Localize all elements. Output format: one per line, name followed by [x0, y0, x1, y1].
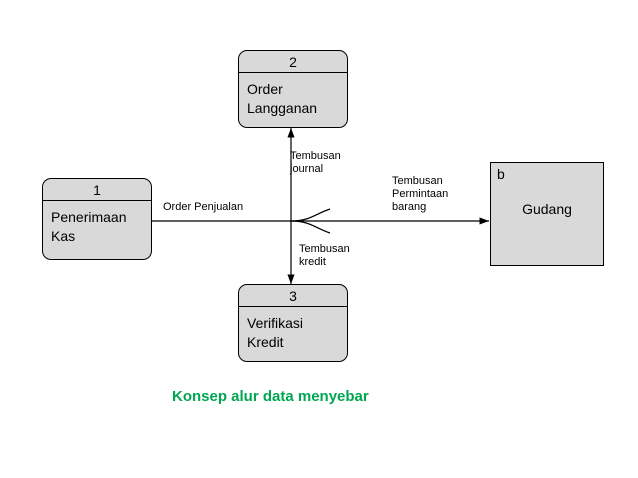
process-2-id: 2: [239, 51, 347, 73]
process-box-3[interactable]: 3 Verifikasi Kredit: [238, 284, 348, 362]
process-box-1[interactable]: 1 Penerimaan Kas: [42, 178, 152, 260]
process-3-name: Verifikasi Kredit: [247, 315, 304, 350]
process-2-name: Order Langganan: [247, 81, 318, 116]
entity-b-name: Gudang: [522, 201, 572, 217]
entity-box-b[interactable]: b Gudang: [490, 162, 604, 266]
process-1-name: Penerimaan Kas: [51, 209, 127, 244]
process-3-id: 3: [239, 285, 347, 307]
diagram-caption: Konsep alur data menyebar: [172, 388, 369, 405]
flow-label-tembusan-kredit: Tembusan kredit: [299, 243, 350, 268]
flow-label-tembusan-journal: Tembusan journal: [290, 150, 341, 175]
flow-label-tembusan-permintaan-barang: Tembusan Permintaan barang: [392, 175, 449, 213]
process-1-id: 1: [43, 179, 151, 201]
entity-b-id: b: [497, 166, 505, 182]
process-box-2[interactable]: 2 Order Langganan: [238, 50, 348, 128]
flow-label-order-penjualan: Order Penjualan: [163, 201, 244, 213]
